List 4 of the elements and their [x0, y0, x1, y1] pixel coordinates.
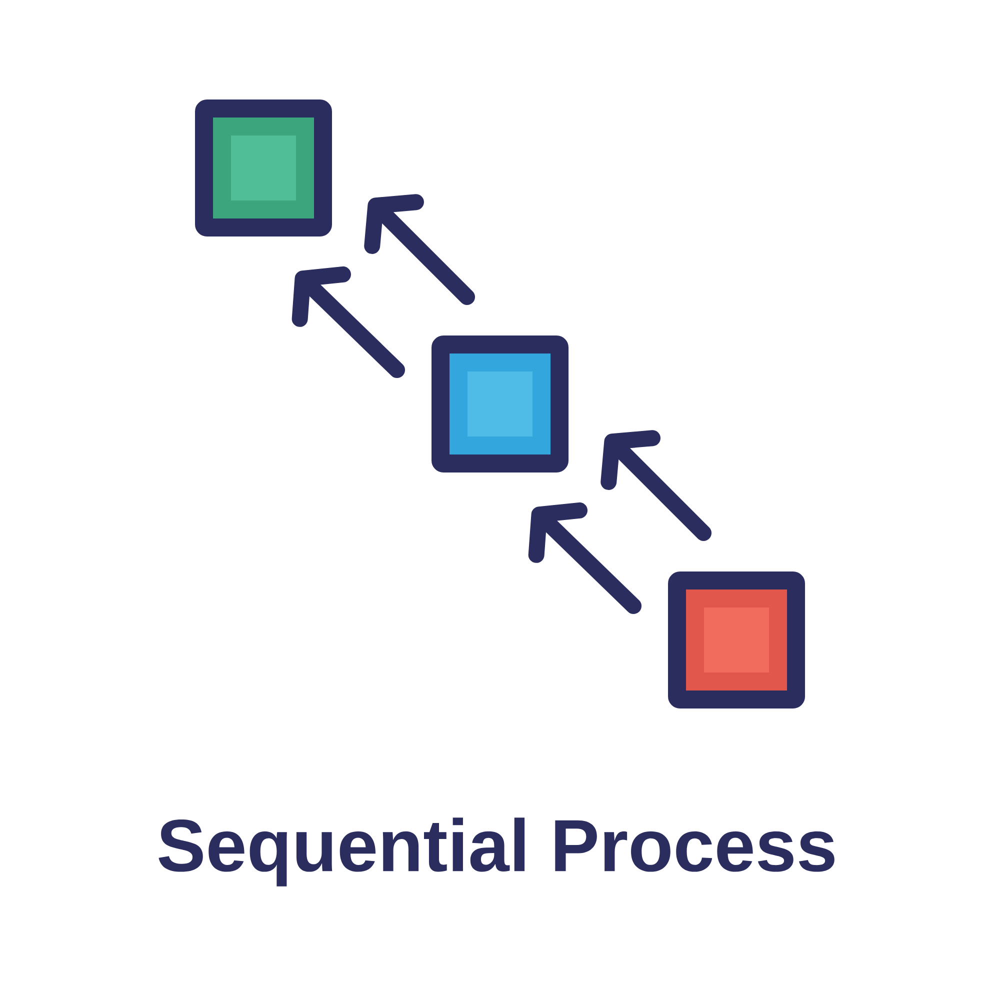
square-block — [668, 572, 806, 708]
square-block — [195, 100, 332, 236]
title: Sequential Process — [158, 818, 834, 886]
square-block — [432, 336, 569, 472]
